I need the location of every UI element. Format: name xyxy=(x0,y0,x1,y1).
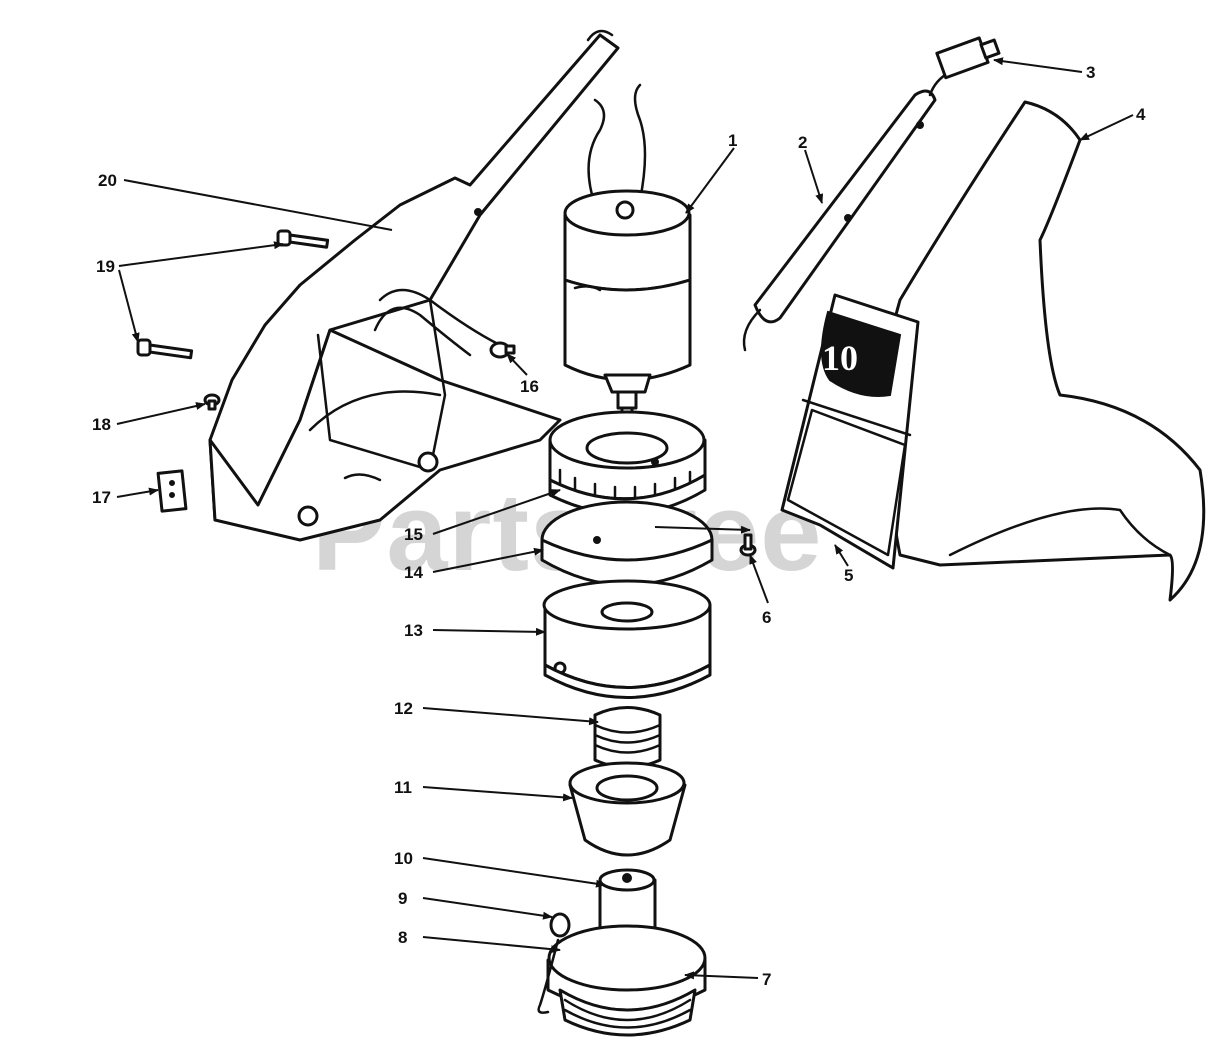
callout-15: 15 xyxy=(404,525,423,544)
callout-10: 10 xyxy=(394,849,413,868)
part-5-decal: 10 xyxy=(780,293,920,570)
part-13-housing xyxy=(542,579,712,699)
callout-11: 11 xyxy=(394,778,412,797)
part-4-guard xyxy=(883,100,1206,602)
callout-5: 5 xyxy=(844,566,853,585)
callout-16: 16 xyxy=(520,377,539,396)
part-14-cap xyxy=(540,500,714,587)
part-19-screws xyxy=(136,229,330,360)
part-17-blade xyxy=(156,469,188,513)
callout-7: 7 xyxy=(762,970,771,989)
callout-13: 13 xyxy=(404,621,423,640)
decal-label: 10 xyxy=(822,338,858,378)
part-15-ring xyxy=(548,410,707,516)
part-9-clip xyxy=(549,912,571,938)
callout-8: 8 xyxy=(398,928,407,947)
part-16-screw xyxy=(489,341,516,359)
part-10-adapter xyxy=(598,868,657,937)
part-1-motor xyxy=(563,83,692,436)
callout-2: 2 xyxy=(798,133,807,152)
callout-20: 20 xyxy=(98,171,117,190)
callout-17: 17 xyxy=(92,488,111,507)
callout-12: 12 xyxy=(394,699,413,718)
callout-leaders xyxy=(116,57,1134,980)
callout-4: 4 xyxy=(1136,105,1146,124)
callout-3: 3 xyxy=(1086,63,1095,82)
callout-18: 18 xyxy=(92,415,111,434)
callout-14: 14 xyxy=(404,563,423,582)
part-12-spring xyxy=(593,706,662,769)
callout-6: 6 xyxy=(762,608,771,627)
callout-9: 9 xyxy=(398,889,407,908)
part-6-screw xyxy=(739,533,757,557)
part-20-left-housing xyxy=(208,29,620,542)
callout-1: 1 xyxy=(728,131,737,150)
part-11-spool xyxy=(568,761,687,857)
part-3-connector xyxy=(928,36,1001,97)
part-7-8-base xyxy=(537,924,707,1037)
part-2-handle xyxy=(742,89,937,352)
callout-19: 19 xyxy=(96,257,115,276)
callout-labels: 1 2 3 4 5 6 7 8 9 10 11 12 13 14 15 16 1… xyxy=(92,63,1146,989)
part-18-screw xyxy=(203,393,221,411)
